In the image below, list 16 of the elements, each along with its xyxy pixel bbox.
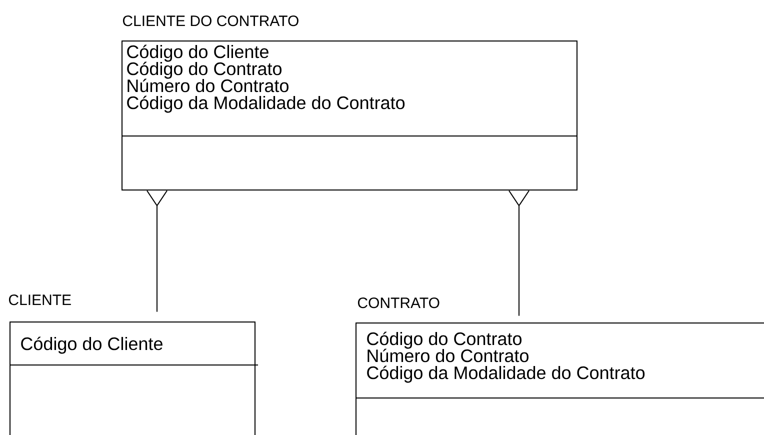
entity-box [8,294,258,435]
attribute-text: Código da Modalidade do Contrato [367,366,645,383]
attribute-text: Número do Contrato [128,78,288,92]
attribute-text: Código do Cliente [21,336,162,354]
entity-box [356,298,764,435]
entity-name: CONTRATO [358,298,440,308]
entity-box [122,16,578,190]
relationship-line [146,190,168,312]
relationship-line [508,190,530,316]
entity-name: CLIENTE DO CONTRATO [122,16,298,26]
attribute-text: Código do Contrato [127,62,282,79]
attribute-text: Número do Contrato [368,348,528,362]
entity-name: CLIENTE [8,294,71,306]
attribute-text: Código do Contrato [367,332,522,349]
attribute-text: Código da Modalidade do Contrato [127,96,405,113]
attribute-text: Código do Cliente [127,44,268,62]
